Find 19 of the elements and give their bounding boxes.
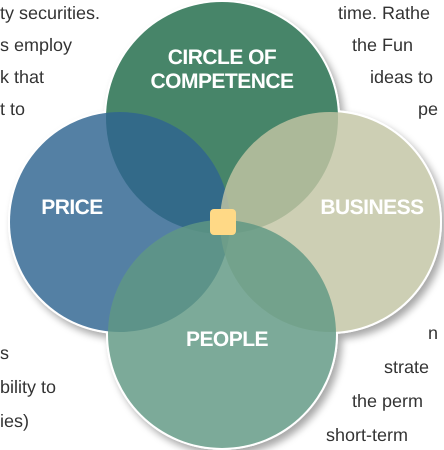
circle-label: PEOPLE	[184, 328, 270, 352]
circle-label: BUSINESS	[319, 196, 425, 220]
body-text-fragment: strate	[384, 356, 430, 378]
circle-label: PRICE	[40, 196, 104, 220]
body-text-fragment: n	[428, 322, 438, 344]
body-text-fragment: t to	[0, 98, 26, 120]
body-text-fragment: ideas to	[370, 66, 434, 88]
body-text-fragment: s employ	[0, 34, 72, 56]
circle-label: CIRCLE OF COMPETENCE	[150, 46, 294, 94]
body-text-fragment: bility to	[0, 376, 56, 398]
body-text-fragment: pe	[418, 98, 438, 120]
body-text-fragment: s	[0, 342, 9, 364]
body-text-fragment: the perm	[352, 390, 424, 412]
body-text-fragment: the Fun	[352, 34, 414, 56]
body-text-fragment: k that	[0, 66, 44, 88]
body-text-fragment: ies)	[0, 410, 30, 432]
body-text-fragment: short-term	[326, 424, 408, 446]
body-text-fragment: ty securities.	[0, 2, 100, 24]
body-text-fragment: time. Rathe	[338, 2, 430, 24]
